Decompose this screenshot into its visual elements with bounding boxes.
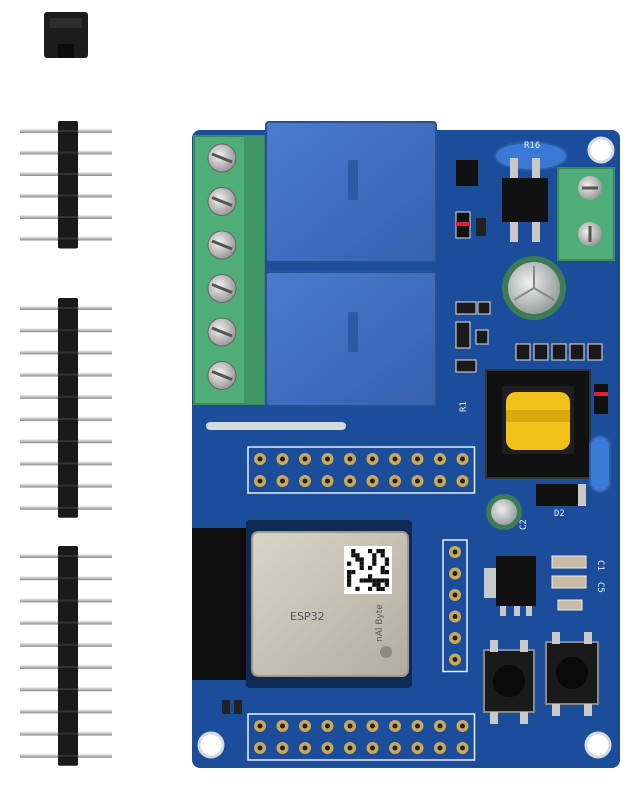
label-r16: R16	[524, 141, 540, 151]
smd-component	[569, 343, 585, 361]
smd-diode-right	[594, 384, 608, 414]
label-d2: D2	[554, 509, 565, 519]
pin-header-10-a	[20, 298, 112, 518]
mounting-hole	[587, 136, 615, 164]
smd-component	[475, 329, 489, 345]
bridge-rectifier	[502, 178, 548, 222]
relay-2	[265, 271, 437, 407]
smd-cluster	[455, 301, 603, 373]
y-capacitor	[589, 435, 611, 493]
voltage-regulator	[484, 556, 536, 616]
header-footprint-vertical	[442, 539, 468, 673]
relay-1	[265, 121, 437, 263]
push-button-1	[483, 640, 535, 724]
smd-component	[551, 343, 567, 361]
smd-component	[455, 301, 477, 315]
x-capacitor: R16	[494, 141, 568, 171]
wifi-module: nAl Byte ESP32	[192, 520, 412, 688]
label-c5: C5	[595, 582, 605, 593]
pin-header-6	[20, 121, 112, 249]
relay-board: R16 R1	[192, 121, 620, 768]
electrolytic-capacitor-large	[502, 256, 566, 320]
label-c1: C1	[595, 560, 605, 571]
mounting-hole	[197, 731, 225, 759]
smd-component	[455, 321, 471, 349]
module-marking: ESP32	[290, 610, 325, 623]
smd-component	[587, 343, 603, 361]
smd-component	[533, 343, 549, 361]
header-plastic	[58, 121, 78, 249]
diode-d2: D2	[536, 484, 586, 519]
electrolytic-capacitor-small: C2	[486, 494, 529, 530]
mounting-hole	[584, 731, 612, 759]
label-c2: C2	[519, 519, 529, 530]
smd-component	[515, 343, 531, 361]
push-button-2	[545, 632, 599, 716]
label-r1: R1	[459, 401, 469, 412]
module-brand: nAl Byte	[375, 604, 385, 642]
pin-header-10-b	[20, 546, 112, 766]
smd-component	[455, 359, 477, 373]
header-footprint-top	[247, 446, 476, 494]
jumper-cap	[44, 12, 88, 58]
smd-component	[477, 301, 491, 315]
screw-terminal-2	[557, 167, 615, 261]
flyback-transformer: R1	[459, 369, 591, 479]
transistor-q1	[456, 160, 478, 186]
header-footprint-bottom	[247, 713, 476, 761]
screw-terminal-6	[193, 135, 265, 405]
